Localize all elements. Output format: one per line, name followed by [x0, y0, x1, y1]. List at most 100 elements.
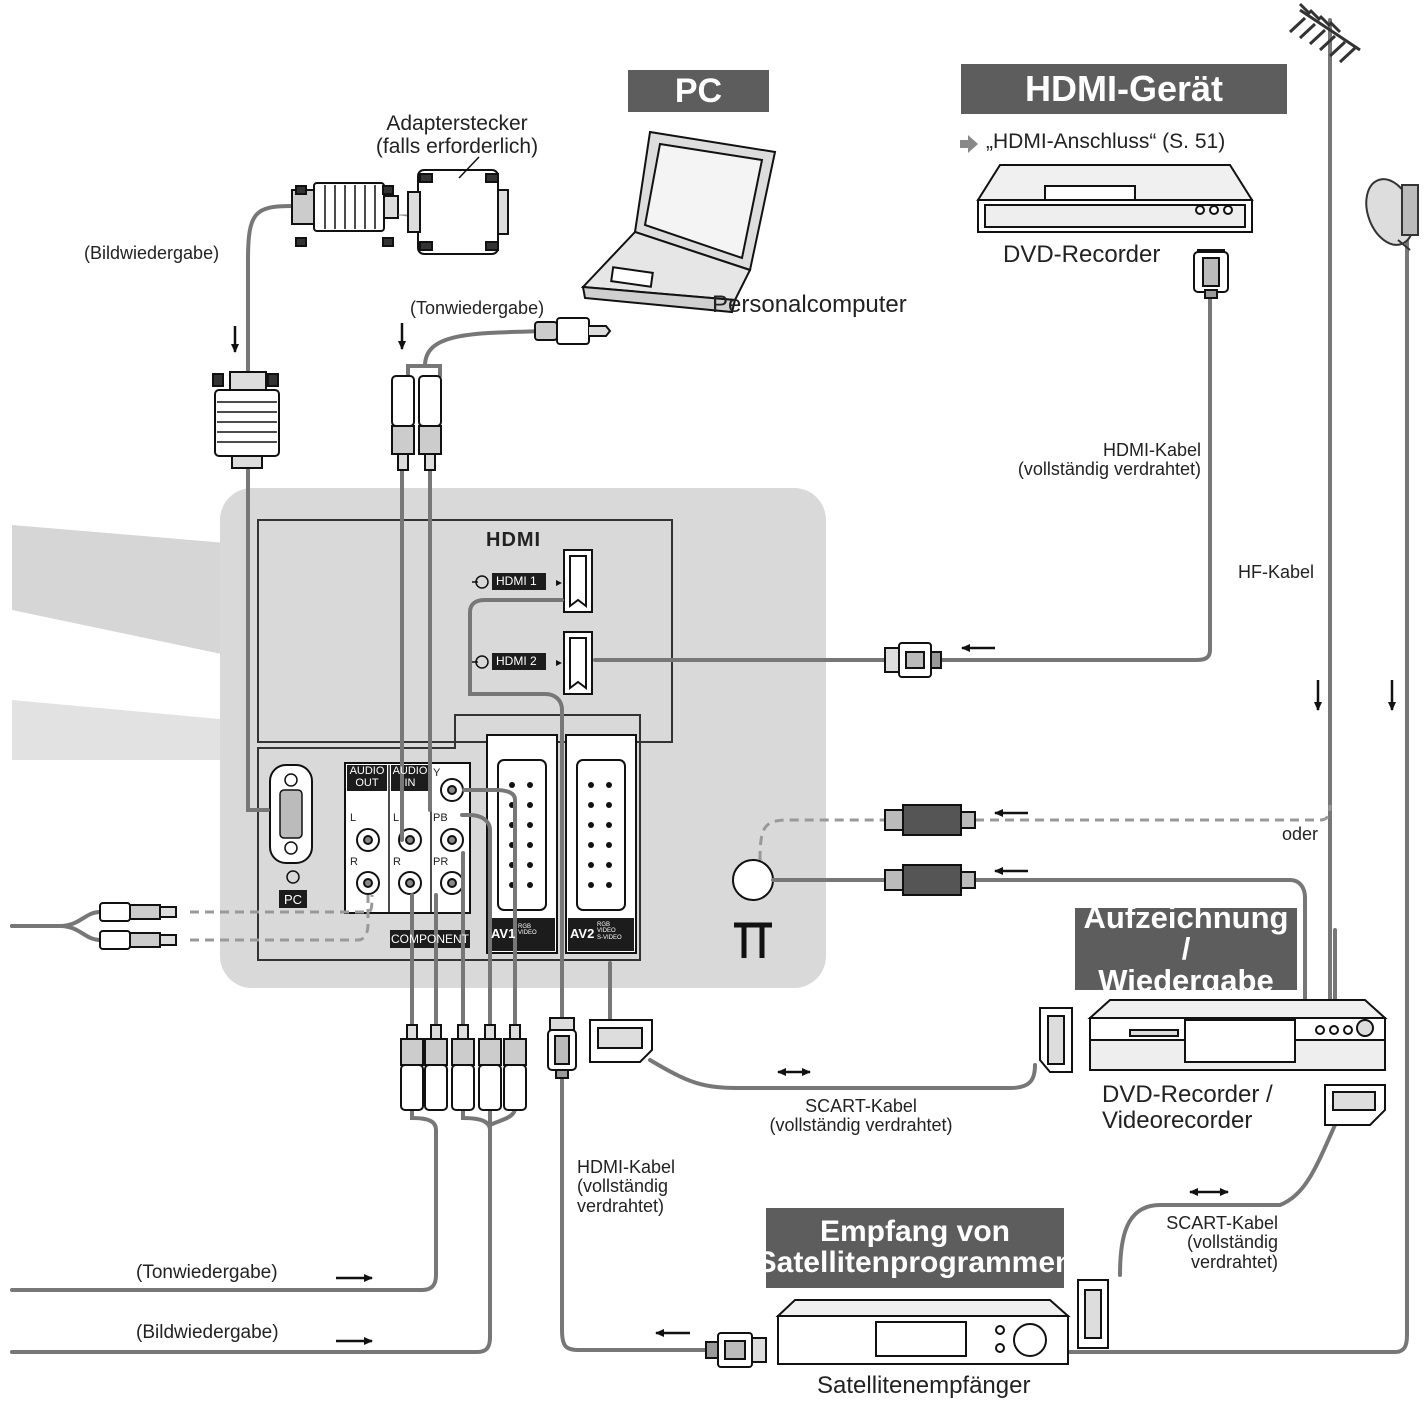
pc-port-label: PC: [283, 892, 303, 907]
scart-plug-sat-upper: [1324, 1084, 1386, 1126]
scart-cable-sat-line2: (vollständig: [1186, 1232, 1278, 1253]
rca-plugs-left: [99, 902, 177, 950]
recording-header-line2: Wiedergabe: [1098, 962, 1274, 998]
bottom-audio-label: (Tonwiedergabe): [136, 1262, 278, 1283]
component-pr: PR: [433, 856, 449, 868]
tv-body-shape: [12, 525, 250, 660]
hdmi-plug-sat: [705, 1332, 767, 1368]
hdmi-plug-dvd-top: [1193, 249, 1229, 299]
audio-in-label: AUDIO IN: [391, 765, 429, 789]
adapter-label-line1: Adapterstecker: [386, 112, 528, 135]
hdmi-cable-label-line1: HDMI-Kabel: [1102, 440, 1201, 460]
bottom-audio-cable: [10, 1106, 438, 1292]
rca-jacks: [356, 778, 464, 895]
hdmi-cable-label: HDMI-Kabel (vollständig verdrahtet): [970, 440, 1201, 480]
scart-cable-recorder-label: SCART-Kabel (vollständig verdrahtet): [750, 1096, 972, 1136]
bottom-video-cable: [10, 1106, 517, 1354]
hdmi-device-header: HDMI-Gerät: [961, 64, 1287, 114]
hdmi-cable-sat-label: HDMI-Kabel (vollständig verdrahtet): [577, 1157, 676, 1216]
bottom-video-label: (Bildwiedergabe): [136, 1322, 279, 1343]
av2-sub-label: RGB VIDEO S-VIDEO: [597, 922, 622, 941]
component-label: COMPONENT: [391, 932, 469, 946]
pc-video-label: (Bildwiedergabe): [84, 243, 220, 263]
satellite-header: Empfang von Satellitenprogrammen: [757, 1208, 1073, 1288]
dvd-recorder-hdmi-label: DVD-Recorder: [1003, 241, 1161, 268]
audio-out-label: AUDIO OUT: [347, 765, 387, 789]
satellite-header-line1: Empfang von: [819, 1215, 1010, 1249]
audio-in-r: R: [393, 856, 401, 868]
av1-sub-line1: RGB: [518, 924, 532, 930]
audio-in-line1: AUDIO: [392, 765, 428, 777]
laptop-illustration: [580, 130, 777, 314]
pc-audio-label: (Tonwiedergabe): [410, 298, 545, 318]
hdmi-plug-horizontal: [884, 642, 942, 678]
mini-jack-plug: [534, 317, 612, 345]
hdmi-cable-sat-line1: HDMI-Kabel: [577, 1157, 676, 1177]
audio-out-l: L: [350, 812, 357, 824]
adapter-label: Adapterstecker (falls erforderlich): [352, 112, 562, 158]
adapter-plug: [407, 169, 509, 255]
scart-plug-sat-lower: [1077, 1279, 1109, 1349]
antenna-jack: [732, 859, 774, 901]
audio-in-l: L: [393, 812, 400, 824]
av1-sub-label: RGB VIDEO: [518, 924, 537, 937]
satellite-receiver-illustration: [775, 1299, 1071, 1365]
antenna-symbol: [734, 922, 772, 958]
hdmi-cable-label-line2: (vollständig verdrahtet): [1017, 459, 1201, 480]
scart-plug-tv: [589, 1019, 653, 1063]
scart-cable-recorder-line1: SCART-Kabel: [805, 1096, 917, 1116]
audio-out-line2: OUT: [355, 776, 379, 789]
or-label: oder: [1282, 824, 1319, 844]
audio-out-line1: AUDIO: [349, 765, 385, 777]
satellite-header-line2: Satellitenprogrammen: [756, 1246, 1074, 1279]
av1-label: AV1: [491, 926, 516, 941]
scart-cable-sat-line1: SCART-Kabel: [1166, 1213, 1278, 1233]
component-pb: PB: [433, 812, 448, 824]
adapter-label-line2: (falls erforderlich): [375, 134, 539, 158]
dvd-vcr-illustration: [1087, 999, 1388, 1071]
hdmi-dvd-cable: [938, 294, 1212, 662]
personal-computer-label: Personalcomputer: [712, 291, 907, 318]
pc-audio-cable: [423, 329, 547, 368]
dvd-recorder-hdmi-illustration: [976, 164, 1254, 233]
dvd-vcr-label-line2: Videorecorder: [1102, 1106, 1253, 1134]
pc-port: [269, 764, 313, 864]
av1-sub-line2: VIDEO: [518, 930, 537, 937]
satellite-receiver-label: Satellitenempfänger: [817, 1372, 1031, 1399]
hdmi2-label: HDMI 2: [496, 654, 537, 668]
av2-scart-port: [565, 734, 637, 954]
av2-sub-line2: VIDEO: [597, 928, 616, 935]
hdmi-sat-cable: [560, 1071, 708, 1352]
recording-header-line1: Aufzeichnung /: [1083, 899, 1289, 967]
vga-plug-lower: [212, 371, 280, 469]
scart-plug-recorder: [1039, 1007, 1073, 1073]
scart-cable-sat-line3: verdrahtet): [1190, 1251, 1278, 1272]
recording-header: Aufzeichnung / Wiedergabe: [1075, 901, 1297, 996]
terrestrial-antenna: [1288, 2, 1361, 64]
av1-scart-port: [486, 734, 558, 954]
hdmi-section-frame: [257, 519, 673, 743]
tv-body-shape-lower: [12, 700, 230, 760]
dvd-vcr-label: DVD-Recorder / Videorecorder: [1102, 1082, 1273, 1134]
av2-label: AV2: [570, 926, 595, 941]
satellite-dish: [1365, 178, 1419, 251]
av2-sub-line1: RGB: [597, 922, 611, 928]
component-y: Y: [433, 767, 441, 779]
hdmi1-port: [556, 549, 593, 613]
pc-video-cable: [246, 204, 294, 374]
rca-plugs-audio-top: [391, 375, 442, 471]
hdmi-cable-sat-line3: verdrahtet): [577, 1195, 665, 1216]
vga-plug-top: [291, 182, 399, 247]
rca-plugs-bottom: [400, 1024, 527, 1111]
av-section-frame: [257, 714, 641, 961]
pc-header: PC: [628, 70, 769, 112]
hdmi-plug-lower: [547, 1017, 577, 1079]
hdmi2-port: [556, 631, 593, 695]
hdmi-cable-sat-line2: (vollständig: [577, 1176, 669, 1197]
audio-in-line2: IN: [404, 776, 416, 789]
scart-sat-cable: [1118, 1123, 1337, 1277]
scart-cable-recorder-line2: (vollständig verdrahtet): [769, 1115, 953, 1136]
hdmi1-label: HDMI 1: [496, 574, 537, 588]
